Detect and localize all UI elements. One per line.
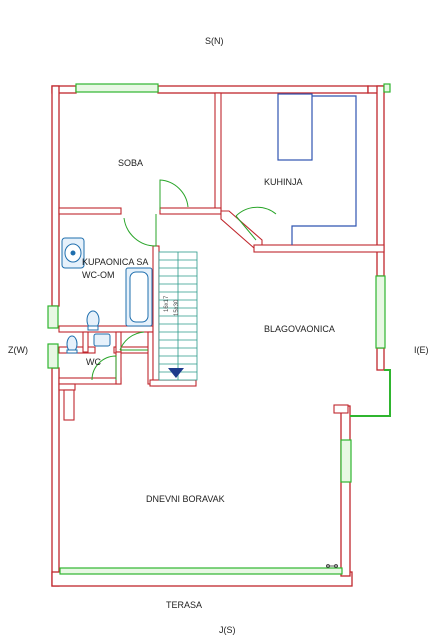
doors [91, 179, 277, 381]
room-blagovaonica: BLAGOVAONICA [264, 324, 335, 334]
window-left-lower [47, 343, 59, 369]
window-right [375, 275, 386, 349]
room-dnevni-boravak: DNEVNI BORAVAK [146, 494, 225, 504]
door-bathroom [119, 331, 148, 351]
door-hall [123, 214, 157, 247]
exterior-walls [51, 85, 385, 587]
door-kitchen [235, 206, 277, 241]
window-right-lower [340, 439, 352, 483]
room-kupaonica-line1: KUPAONICA SA [82, 257, 149, 267]
interior-walls [58, 92, 385, 421]
room-wc: WC [86, 357, 101, 367]
terrace-label: TERASA [166, 600, 203, 610]
window-terrace [59, 567, 343, 575]
wc-sink [93, 333, 111, 347]
room-soba: SOBA [118, 158, 144, 168]
door-wc [91, 355, 117, 381]
bathroom-fixtures [61, 237, 153, 354]
compass-east: I(E) [414, 345, 429, 355]
window-top-left [75, 83, 159, 93]
room-kupaonica-line2: WC-OM [82, 270, 115, 280]
stairs-dimension-2: 15x30 [174, 299, 180, 316]
windows [47, 83, 391, 575]
staircase [158, 251, 198, 381]
window-top-right [383, 83, 391, 93]
door-soba [159, 179, 189, 210]
stair-arrow [168, 368, 184, 378]
window-left-upper [47, 305, 59, 329]
compass-north: S(N) [205, 36, 224, 46]
room-kuhinja: KUHINJA [264, 177, 303, 187]
balcony-rail [350, 369, 391, 417]
outdoor-tap [326, 564, 338, 568]
compass-south: J(S) [219, 625, 236, 635]
compass-west: Z(W) [8, 345, 28, 355]
kitchen-units [277, 93, 357, 245]
